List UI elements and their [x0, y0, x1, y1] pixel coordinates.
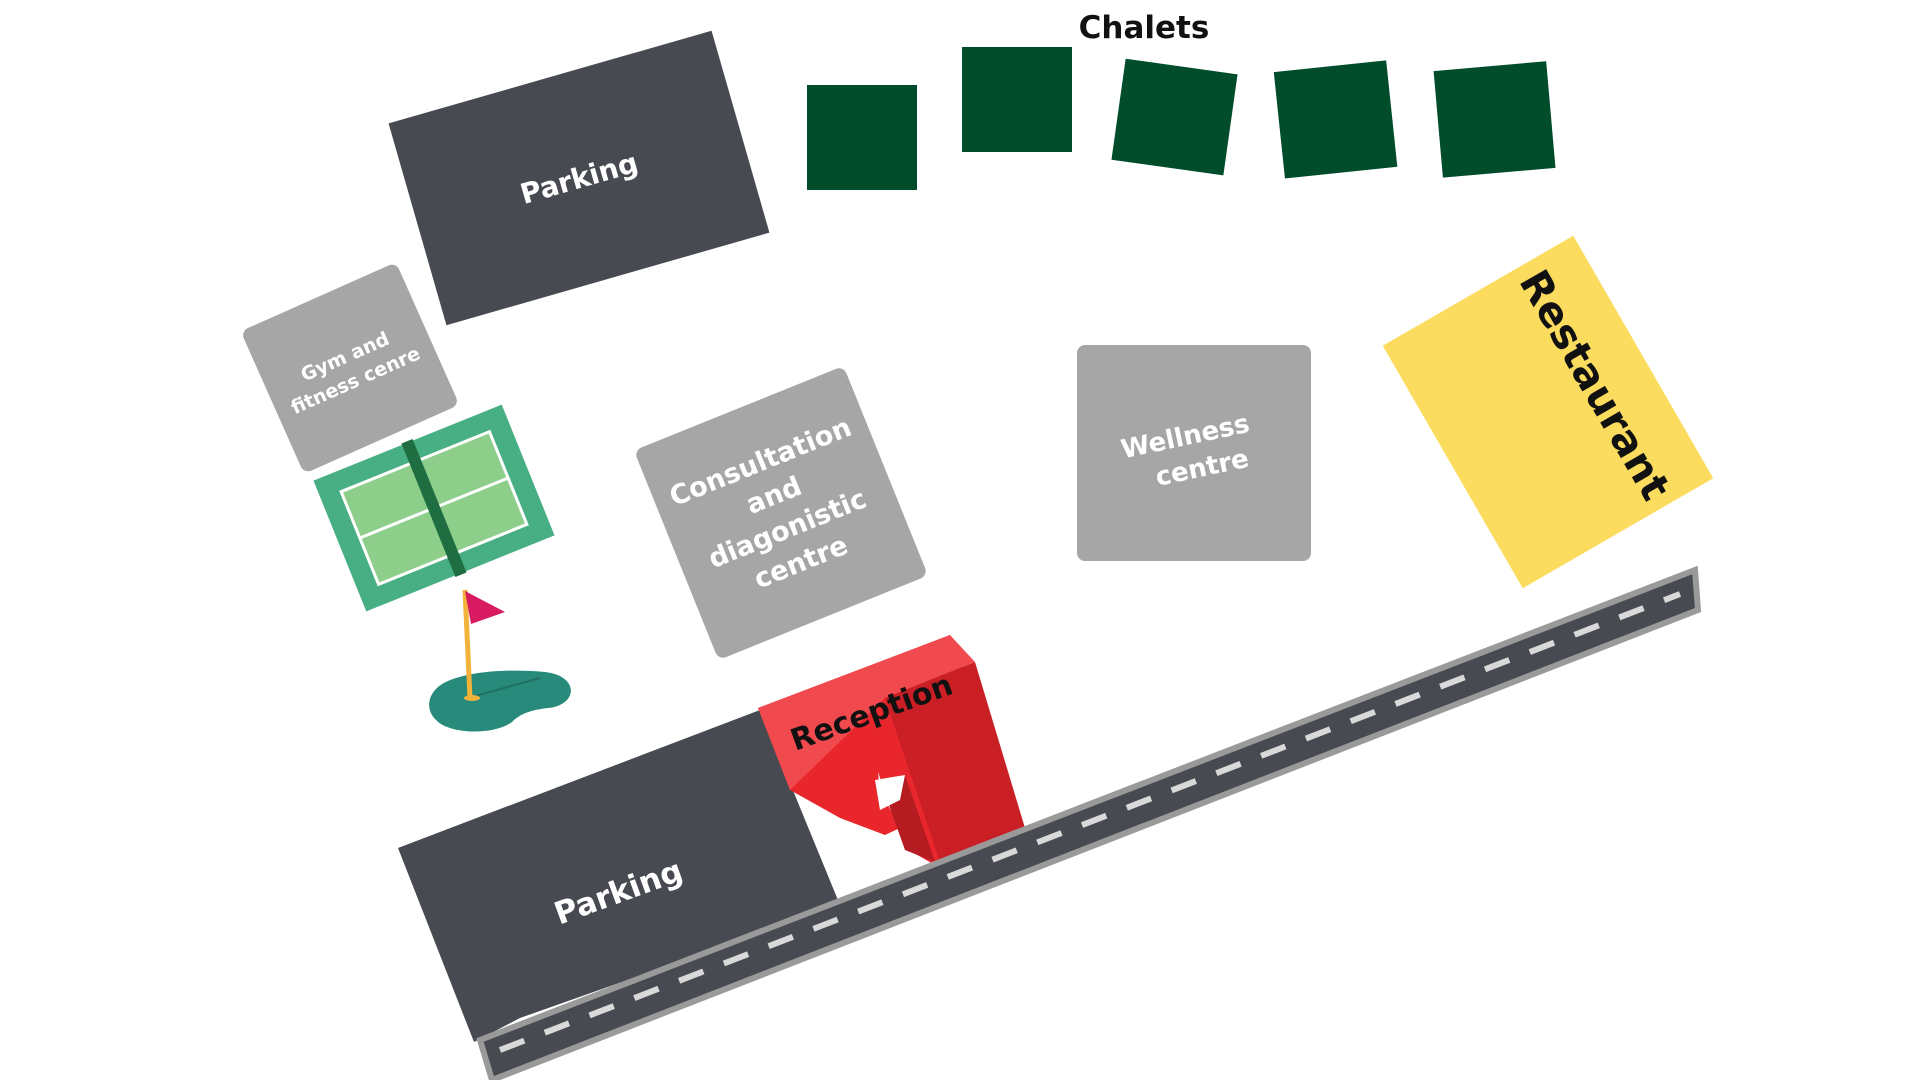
road	[476, 565, 1702, 1084]
chalet-2[interactable]	[962, 47, 1072, 152]
chalets-group	[807, 47, 1556, 190]
golf-flag-icon	[429, 589, 571, 732]
wellness-centre[interactable]	[1077, 345, 1311, 561]
parking-top[interactable]: Parking	[388, 30, 770, 326]
restaurant[interactable]: Restaurant	[1382, 235, 1714, 589]
parking-bottom[interactable]	[398, 710, 840, 1042]
chalet-3[interactable]	[1111, 58, 1238, 176]
gym-fitness-centre[interactable]: Gym and fitness cenre	[241, 262, 460, 474]
chalet-1[interactable]	[807, 85, 917, 190]
chalet-4[interactable]	[1273, 60, 1398, 179]
consultation-diagnostic-centre[interactable]: Consultation and diagonistic centre	[634, 366, 928, 660]
tennis-court-icon	[309, 400, 559, 616]
chalet-5[interactable]	[1433, 61, 1556, 178]
chalets-title: Chalets	[1079, 10, 1210, 46]
reception[interactable]	[758, 635, 1025, 865]
